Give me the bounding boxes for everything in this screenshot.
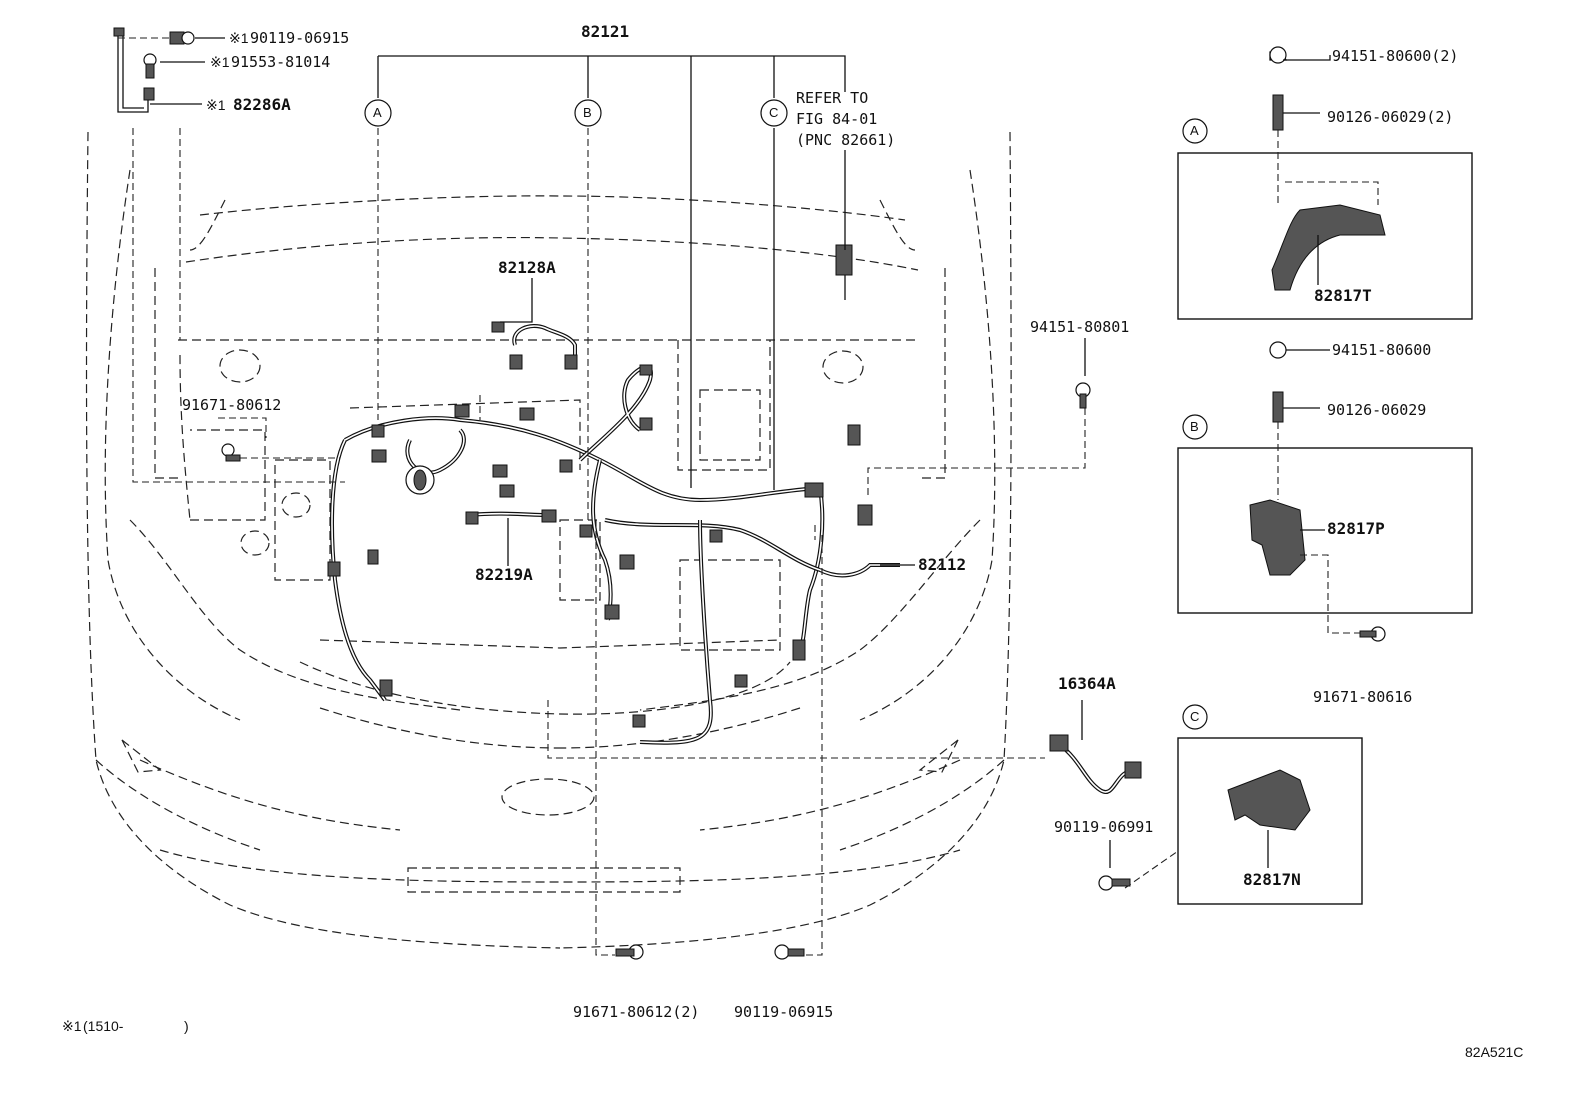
refer-line-2: FIG 84-01 [796,110,878,128]
detail-box-a [1177,46,1473,320]
detail-b-nut: 94151-80600 [1332,341,1432,359]
note-mark-1: ※1 [229,30,249,46]
label-82121: 82121 [581,22,630,41]
label-82286A: 82286A [233,95,291,114]
refer-line-1: REFER TO [796,89,869,107]
detail-c-part: 82817N [1243,870,1301,889]
label-90119-06915-top: 90119-06915 [250,29,350,47]
footnote-text: (1510- [83,1018,124,1034]
detail-box-b [1177,341,1473,642]
detail-a-stud: 90126-06029(2) [1327,108,1454,126]
circle-label-c-main: C [769,105,779,120]
detail-a-circle-label: A [1190,123,1199,138]
label-91553-81014: 91553-81014 [231,53,331,71]
label-94151-80801: 94151-80801 [1030,318,1130,336]
top-left-hardware [113,27,195,101]
refer-line-3: (PNC 82661) [796,131,896,149]
detail-b-bolt: 91671-80616 [1313,688,1413,706]
detail-a-part: 82817T [1314,286,1372,305]
label-90119-06991: 90119-06991 [1054,818,1154,836]
label-82112: 82112 [918,555,967,574]
label-82219A: 82219A [475,565,533,584]
label-91671-80612-2: 91671-80612(2) [573,1003,700,1021]
vehicle-outline [85,131,1012,949]
circle-label-b-main: B [583,105,592,120]
label-16364A: 16364A [1058,674,1116,693]
wire-harness [330,250,900,745]
footnote-mark: ※1 [62,1018,82,1034]
detail-b-part: 82817P [1327,519,1385,538]
figure-id: 82A521C [1465,1044,1524,1060]
footnote-close: ) [184,1018,189,1034]
circle-label-a-main: A [373,105,382,120]
detail-box-c [1177,737,1363,905]
detail-c-circle-label: C [1190,709,1200,724]
label-91671-80612-left: 91671-80612 [182,396,282,414]
note-mark-2: ※1 [210,54,230,70]
bolts [221,382,1131,960]
callout-circles [364,99,1208,730]
leader-lines [117,30,1281,956]
label-90119-06915-bottom: 90119-06915 [734,1003,834,1021]
harness-connectors [327,244,873,728]
detail-b-circle-label: B [1190,419,1199,434]
note-mark-3: ※1 [206,97,226,113]
label-82128A: 82128A [498,258,556,277]
hose-16364A [1049,734,1142,794]
detail-a-nut: 94151-80600(2) [1332,47,1459,65]
detail-b-stud: 90126-06029 [1327,401,1427,419]
